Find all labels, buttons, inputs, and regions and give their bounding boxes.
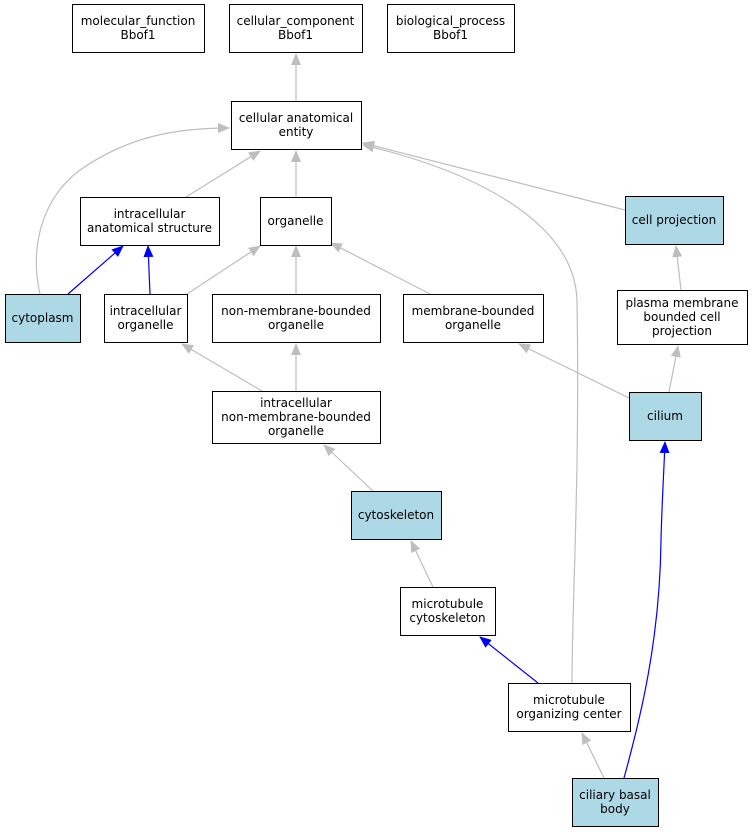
node-box bbox=[617, 290, 748, 345]
edge-cilium-to-plasma-membrane-bounded-cell-projection bbox=[668, 345, 681, 393]
node-label-line: Bbof1 bbox=[278, 28, 313, 42]
node-label-line: cilium bbox=[647, 409, 683, 423]
node-label-line: Bbof1 bbox=[120, 28, 155, 42]
node-label-line: molecular_function bbox=[81, 14, 196, 28]
node-box bbox=[387, 4, 515, 53]
node-cytoplasm[interactable]: cytoplasm bbox=[5, 294, 81, 343]
node-label-line: organelle bbox=[267, 214, 323, 228]
node-box bbox=[212, 391, 381, 444]
edge-cell-projection-to-cellular-anatomical-entity bbox=[362, 140, 626, 211]
node-box bbox=[231, 101, 362, 150]
node-box bbox=[229, 4, 363, 53]
edge-ciliary-basal-body-to-cilium bbox=[623, 441, 670, 779]
node-cell-projection[interactable]: cell projection bbox=[625, 196, 724, 245]
edge-cilium-to-membrane-bounded-organelle bbox=[518, 343, 630, 399]
node-label-line: bounded cell bbox=[643, 310, 720, 324]
node-label-line: ciliary basal bbox=[579, 788, 651, 802]
node-box bbox=[351, 491, 442, 540]
node-label-line: intracellular bbox=[114, 207, 186, 221]
node-box bbox=[104, 294, 188, 343]
node-cytoskeleton[interactable]: cytoskeleton bbox=[351, 491, 442, 540]
edge-microtubule-organizing-center-to-cellular-anatomical-entity bbox=[362, 142, 579, 684]
node-label-line: body bbox=[600, 802, 630, 816]
node-box bbox=[572, 778, 659, 827]
node-label-line: Bbof1 bbox=[433, 28, 468, 42]
node-label-line: non-membrane-bounded bbox=[221, 304, 371, 318]
edge-cytoplasm-to-cellular-anatomical-entity bbox=[35, 123, 230, 295]
edge-intracellular-anatomical-structure-to-cellular-anatomical-entity bbox=[185, 150, 261, 198]
node-box bbox=[403, 294, 544, 343]
edge-microtubule-cytoskeleton-to-cytoskeleton bbox=[410, 540, 434, 588]
node-label-line: projection bbox=[652, 324, 712, 338]
node-box bbox=[80, 197, 220, 246]
node-box bbox=[260, 197, 332, 246]
edge-ciliary-basal-body-to-microtubule-organizing-center bbox=[581, 732, 605, 779]
edge-membrane-bounded-organelle-to-organelle bbox=[330, 242, 431, 295]
edge-intracellular-organelle-to-organelle bbox=[186, 245, 261, 295]
node-organelle[interactable]: organelle bbox=[260, 197, 332, 246]
edge-intracellular-organelle-to-intracellular-anatomical-structure bbox=[143, 245, 154, 295]
node-label-line: cytoplasm bbox=[12, 311, 74, 325]
edge-cytoplasm-to-intracellular-anatomical-structure bbox=[67, 245, 124, 295]
nodes-layer: molecular_functionBbof1cellular_componen… bbox=[5, 4, 748, 827]
node-label-line: microtubule bbox=[533, 693, 605, 707]
edge-microtubule-organizing-center-to-microtubule-cytoskeleton bbox=[479, 636, 539, 684]
node-label-line: intracellular bbox=[110, 304, 182, 318]
node-label-line: organelle bbox=[445, 318, 501, 332]
node-label-line: cytoskeleton bbox=[409, 611, 485, 625]
node-label-line: organizing center bbox=[516, 707, 621, 721]
node-box bbox=[400, 587, 496, 636]
node-cilium[interactable]: cilium bbox=[629, 392, 702, 441]
node-label-line: organelle bbox=[268, 424, 324, 438]
node-intracellular-non-membrane-bounded-organelle[interactable]: intracellularnon-membrane-boundedorganel… bbox=[212, 391, 381, 444]
edge-intracellular-non-membrane-bounded-organelle-to-intracellular-organelle bbox=[181, 343, 263, 392]
node-box bbox=[629, 392, 702, 441]
node-label-line: biological_process bbox=[396, 14, 505, 28]
node-label-line: membrane-bounded bbox=[412, 304, 535, 318]
node-box bbox=[508, 683, 631, 732]
node-box bbox=[72, 4, 205, 53]
node-label-line: entity bbox=[279, 125, 314, 139]
node-box bbox=[5, 294, 81, 343]
node-label-line: cellular_component bbox=[237, 14, 355, 28]
edge-cytoskeleton-to-intracellular-non-membrane-bounded-organelle bbox=[323, 444, 374, 492]
node-label-line: cytoskeleton bbox=[358, 508, 434, 522]
node-label-line: organelle bbox=[268, 318, 324, 332]
node-label-line: cell projection bbox=[632, 213, 716, 227]
node-label-line: microtubule bbox=[412, 597, 484, 611]
node-label-line: plasma membrane bbox=[625, 296, 738, 310]
node-label-line: cellular anatomical bbox=[239, 111, 353, 125]
node-label-line: organelle bbox=[117, 318, 173, 332]
edge-plasma-membrane-bounded-cell-projection-to-cell-projection bbox=[672, 245, 683, 291]
node-box bbox=[212, 294, 381, 343]
node-box bbox=[625, 196, 724, 245]
node-label-line: intracellular bbox=[260, 396, 332, 410]
node-label-line: non-membrane-bounded bbox=[221, 410, 371, 424]
edges-layer bbox=[35, 53, 683, 779]
node-label-line: anatomical structure bbox=[87, 221, 212, 235]
